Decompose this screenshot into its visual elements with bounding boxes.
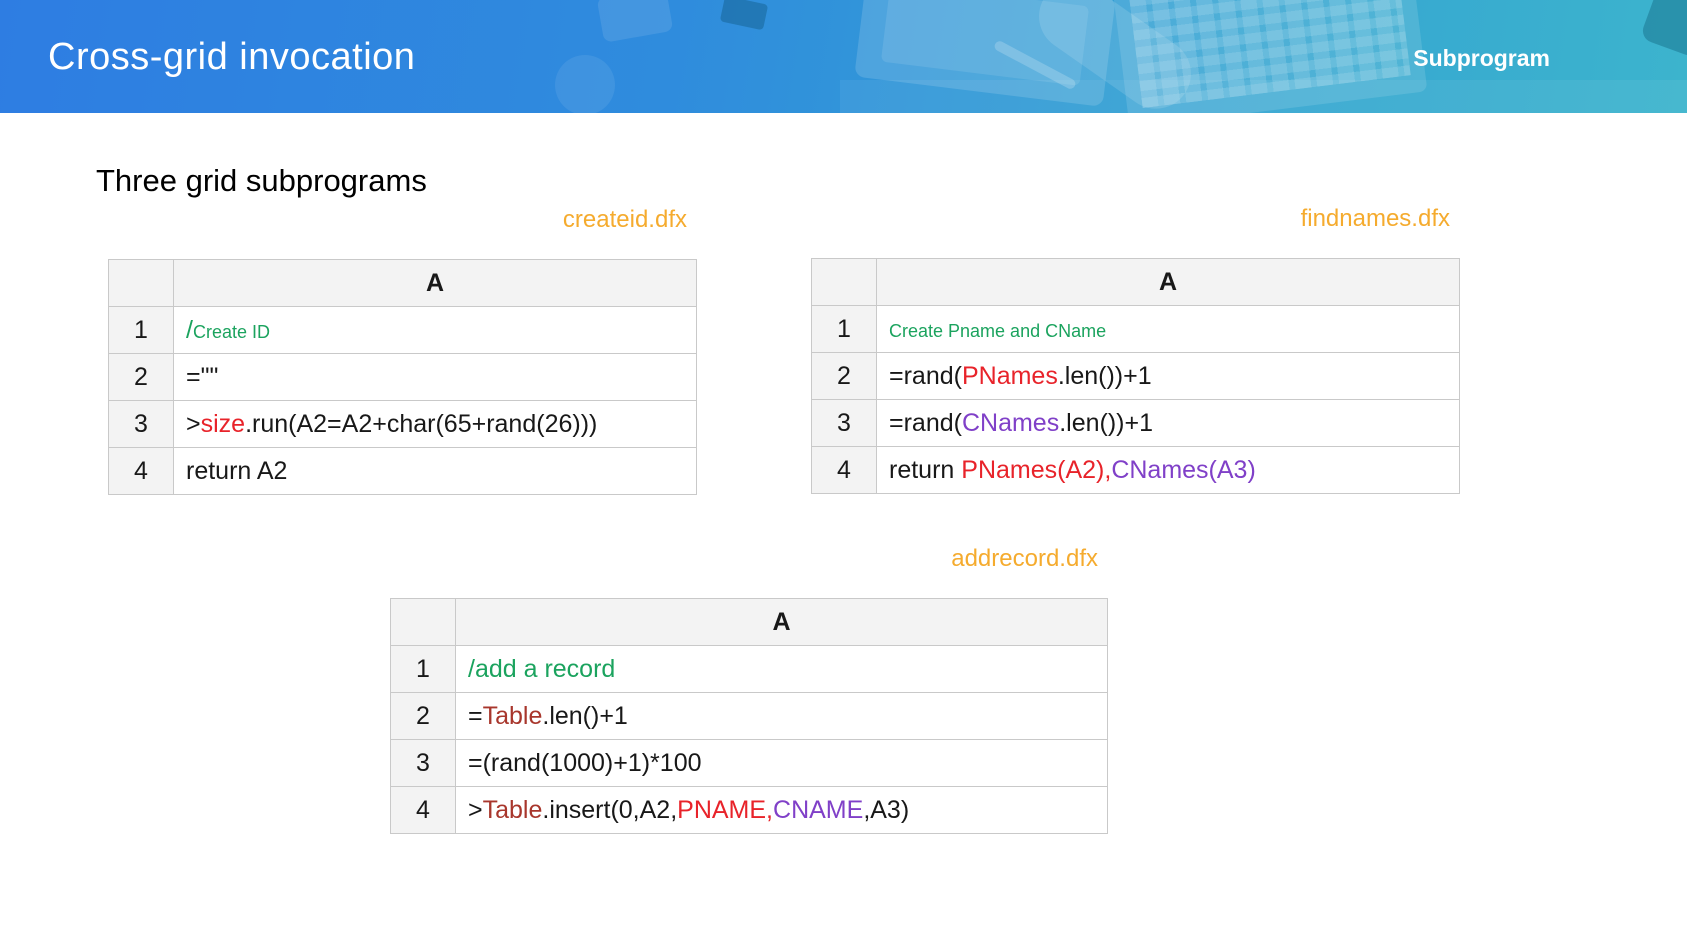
column-header: A: [455, 598, 1108, 646]
code-segment: ="": [186, 362, 219, 391]
grid-row: 3=rand(CNames.len())+1: [811, 399, 1460, 447]
code-cell: return A2: [173, 447, 697, 495]
row-number: 1: [811, 305, 877, 353]
row-number: 1: [108, 306, 174, 354]
slide-heading: Three grid subprograms: [96, 163, 427, 198]
row-number: 2: [390, 692, 456, 740]
code-segment: /add a record: [468, 654, 616, 683]
code-cell: =rand(PNames.len())+1: [876, 352, 1460, 400]
code-segment: =rand(: [889, 408, 962, 437]
grid-row: 2 ="": [108, 353, 697, 401]
corner-cell: [811, 258, 877, 306]
code-segment: CNames(A3): [1111, 455, 1256, 484]
code-cell: Create Pname and CName: [876, 305, 1460, 353]
page-title: Cross-grid invocation: [48, 36, 416, 78]
grid-row: 1/add a record: [390, 645, 1108, 693]
header-banner: Cross-grid invocation Subprogram: [0, 0, 1687, 113]
code-cell: /add a record: [455, 645, 1108, 693]
grid-row: 1/Create ID: [108, 306, 697, 354]
row-number: 1: [390, 645, 456, 693]
code-segment: PNames(A2),: [961, 455, 1112, 484]
code-segment: return: [889, 455, 962, 484]
code-cell: /Create ID: [173, 306, 697, 354]
code-segment: Create Pname and CName: [889, 320, 1107, 341]
grid-filename: addrecord.dfx: [951, 545, 1098, 572]
code-segment: CNAME: [773, 795, 864, 824]
grid-row: 4>Table.insert(0,A2,PNAME,CNAME,A3): [390, 786, 1108, 834]
code-cell: return PNames(A2),CNames(A3): [876, 446, 1460, 494]
code-segment: Create ID: [192, 321, 270, 342]
code-cell: =Table.len()+1: [455, 692, 1108, 740]
code-segment: =(rand(1000)+1)*100: [468, 748, 702, 777]
code-cell: >Table.insert(0,A2,PNAME,CNAME,A3): [455, 786, 1108, 834]
code-segment: size: [200, 409, 246, 438]
header-row: A: [811, 258, 1460, 306]
code-cell: =rand(CNames.len())+1: [876, 399, 1460, 447]
column-header: A: [173, 259, 697, 307]
row-number: 4: [390, 786, 456, 834]
code-segment: .len())+1: [1057, 361, 1152, 390]
code-segment: =: [468, 701, 483, 730]
row-number: 2: [108, 353, 174, 401]
code-segment: /: [186, 315, 193, 344]
header-row: A: [108, 259, 697, 307]
row-number: 4: [108, 447, 174, 495]
code-segment: PNames: [961, 361, 1058, 390]
grid-row: 3 =(rand(1000)+1)*100: [390, 739, 1108, 787]
code-segment: >: [468, 795, 483, 824]
corner-cell: [108, 259, 174, 307]
code-segment: >: [186, 409, 201, 438]
section-badge: Subprogram: [1413, 45, 1550, 71]
code-cell: =(rand(1000)+1)*100: [455, 739, 1108, 787]
code-segment: .insert(0,A2,: [542, 795, 678, 824]
row-number: 4: [811, 446, 877, 494]
column-header: A: [876, 258, 1460, 306]
grid-filename: createid.dfx: [562, 206, 687, 233]
grid-row: 3>size.run(A2=A2+char(65+rand(26))): [108, 400, 697, 448]
row-number: 3: [811, 399, 877, 447]
grid-row: 2=Table.len()+1: [390, 692, 1108, 740]
code-segment: Table: [482, 795, 543, 824]
header-row: A: [390, 598, 1108, 646]
code-segment: .run(A2=A2+char(65+rand(26))): [245, 409, 598, 438]
grid-row: 1 Create Pname and CName: [811, 305, 1460, 353]
grid-findnames: findnames.dfx A 1 Create Pname and CName 2…: [811, 204, 1460, 494]
grid-filename: findnames.dfx: [1300, 205, 1450, 232]
row-number: 3: [390, 739, 456, 787]
grid-row: 4 return A2: [108, 447, 697, 495]
code-segment: ,A3): [863, 795, 910, 824]
code-segment: .len()+1: [542, 701, 628, 730]
code-segment: PNAME,: [677, 795, 774, 824]
code-segment: .len())+1: [1059, 408, 1154, 437]
row-number: 3: [108, 400, 174, 448]
corner-cell: [390, 598, 456, 646]
grid-row: 2=rand(PNames.len())+1: [811, 352, 1460, 400]
code-segment: return A2: [186, 456, 288, 485]
code-cell: ="": [173, 353, 697, 401]
code-segment: CNames: [961, 408, 1060, 437]
code-cell: >size.run(A2=A2+char(65+rand(26))): [173, 400, 697, 448]
code-segment: =rand(: [889, 361, 962, 390]
code-segment: Table: [482, 701, 543, 730]
row-number: 2: [811, 352, 877, 400]
